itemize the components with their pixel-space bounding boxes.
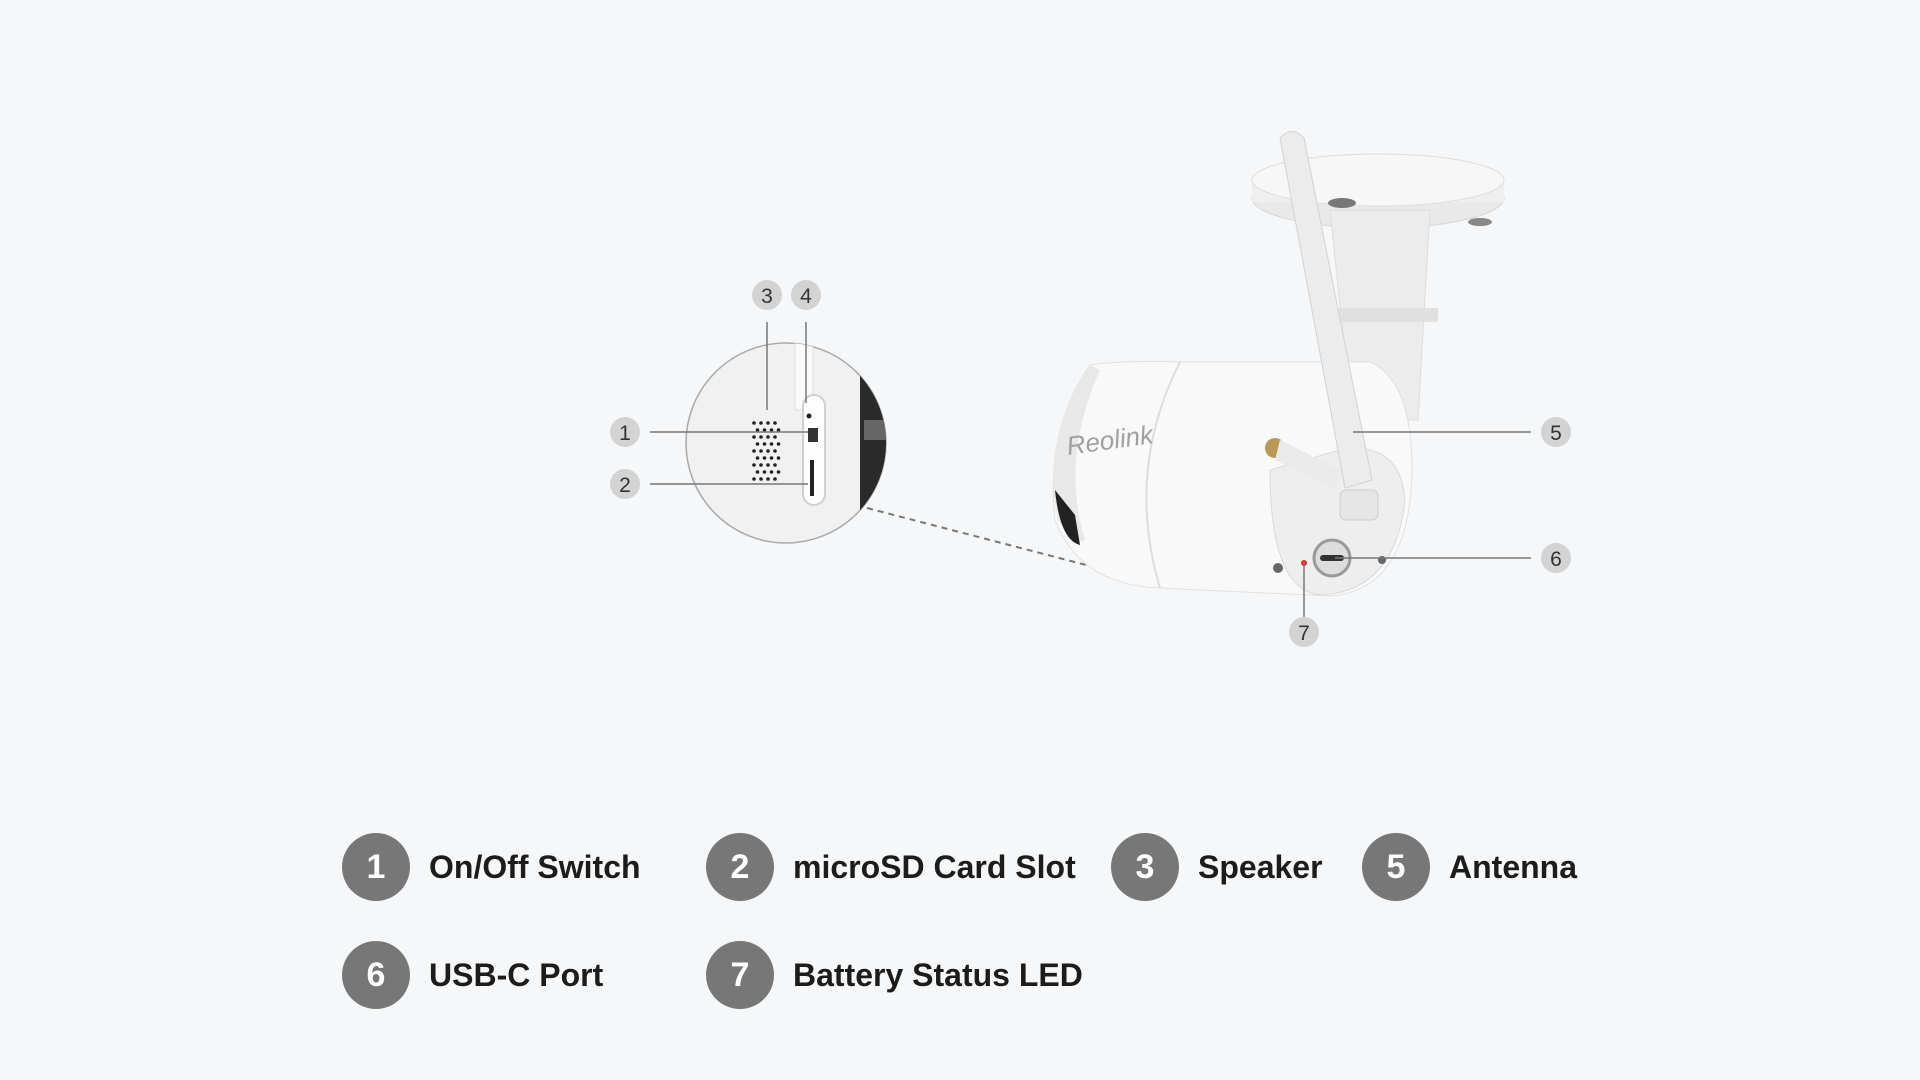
callout-1: 1 — [610, 417, 640, 447]
svg-text:1: 1 — [619, 422, 631, 445]
svg-text:6: 6 — [1550, 548, 1562, 571]
legend-label: Speaker — [1198, 848, 1323, 885]
callout-4: 4 — [791, 280, 821, 310]
callout-5: 5 — [1541, 417, 1571, 447]
number-badge: 3 — [1111, 833, 1179, 901]
sd-slot-icon — [810, 460, 814, 496]
legend-label: On/Off Switch — [429, 848, 641, 885]
svg-text:3: 3 — [761, 285, 773, 308]
detail-inset — [685, 342, 887, 544]
legend-item-antenna: 5 Antenna — [1362, 833, 1577, 901]
legend-item-battery-led: 7 Battery Status LED — [706, 941, 1083, 1009]
legend-item-speaker: 3 Speaker — [1111, 833, 1323, 901]
number-badge: 7 — [706, 941, 774, 1009]
legend-item-on-off-switch: 1 On/Off Switch — [342, 833, 641, 901]
number-badge: 5 — [1362, 833, 1430, 901]
speaker-grille-icon — [752, 421, 781, 481]
svg-text:5: 5 — [1550, 422, 1562, 445]
legend-item-usb-c-port: 6 USB-C Port — [342, 941, 603, 1009]
callout-3: 3 — [752, 280, 782, 310]
camera-illustration: Reolink — [1052, 131, 1505, 597]
antenna — [1279, 131, 1373, 489]
port-cover — [802, 394, 826, 506]
legend-item-microsd-slot: 2 microSD Card Slot — [706, 833, 1076, 901]
callout-6: 6 — [1541, 543, 1571, 573]
number-badge: 1 — [342, 833, 410, 901]
legend-label: Antenna — [1449, 848, 1577, 885]
legend-label: microSD Card Slot — [793, 848, 1076, 885]
svg-text:2: 2 — [619, 474, 631, 497]
svg-text:7: 7 — [1298, 622, 1310, 645]
svg-text:4: 4 — [800, 285, 812, 308]
power-switch-icon — [808, 428, 818, 442]
number-badge: 6 — [342, 941, 410, 1009]
number-badge: 2 — [706, 833, 774, 901]
legend-label: USB-C Port — [429, 956, 604, 993]
callout-7: 7 — [1289, 617, 1319, 647]
legend-label: Battery Status LED — [793, 956, 1083, 993]
callout-2: 2 — [610, 469, 640, 499]
